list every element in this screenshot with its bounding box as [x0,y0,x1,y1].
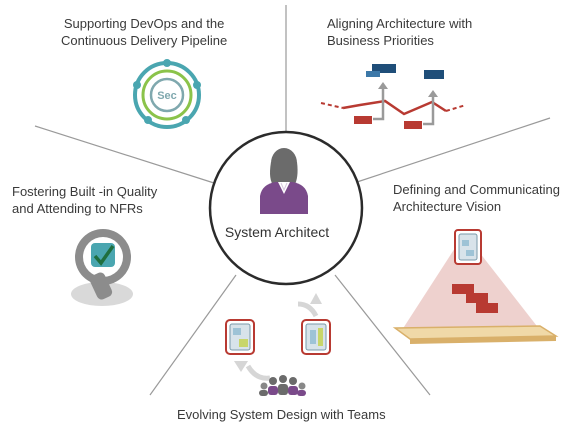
red-block [404,121,422,129]
cycle-arrow [245,364,271,381]
divider-bottom-left [149,274,237,396]
divider-lines [34,5,551,396]
cycle-arrow [297,301,319,318]
red-block [354,116,372,124]
people-group-icon [259,375,306,396]
dashed-line-left [320,102,344,109]
projector-icon [392,229,559,344]
navy-block [372,64,396,73]
connector [373,87,385,121]
cycle-node [144,116,152,124]
architect-person-icon [260,148,308,214]
label-teams: Evolving System Design with Teams [177,406,386,423]
navy-block [366,71,380,77]
red-block [466,293,488,303]
arrow-up-icon [428,90,438,97]
quality-check-icon [71,229,133,306]
sec-text: Sec [157,90,177,102]
arrow-up-icon [378,82,388,89]
label-quality: Fostering Built -in Quality and Attendin… [12,183,157,217]
cycle-node [163,59,171,67]
trend-line [342,99,447,116]
connector [423,95,435,126]
label-line: Supporting DevOps and the [63,16,225,31]
label-line: Evolving System Design with Teams [177,407,386,422]
checkmark-icon [93,244,115,266]
divider-bottom-right [334,274,431,396]
label-line: Aligning Architecture with [327,16,473,31]
arrow-up-icon [310,293,322,304]
center-title: System Architect [224,224,330,240]
label-line: and Attending to NFRs [12,201,143,216]
label-business: Aligning Architecture with Business Prio… [327,15,472,49]
center-hub [208,130,364,286]
team-design-icon [225,293,331,396]
cycle-node [182,116,190,124]
arrow-down-icon [234,361,248,372]
red-block [452,284,474,294]
label-line: Defining and Communicating [393,182,560,197]
label-line: Fostering Built -in Quality [12,184,158,199]
label-devops: Supporting DevOps and the Continuous Del… [61,15,227,49]
red-block [476,303,498,313]
divider-right [356,117,551,183]
label-line: Business Priorities [327,33,434,48]
divider-left [34,125,215,184]
alignment-icon [320,64,467,129]
label-line: Continuous Delivery Pipeline [61,33,228,48]
cycle-node [133,81,141,89]
label-line: Architecture Vision [393,199,502,214]
devops-cycle-icon: Sec [133,59,201,129]
cycle-node [193,81,201,89]
label-vision: Defining and Communicating Architecture … [393,181,560,215]
navy-block [424,70,444,79]
dashed-line-right [445,104,467,112]
